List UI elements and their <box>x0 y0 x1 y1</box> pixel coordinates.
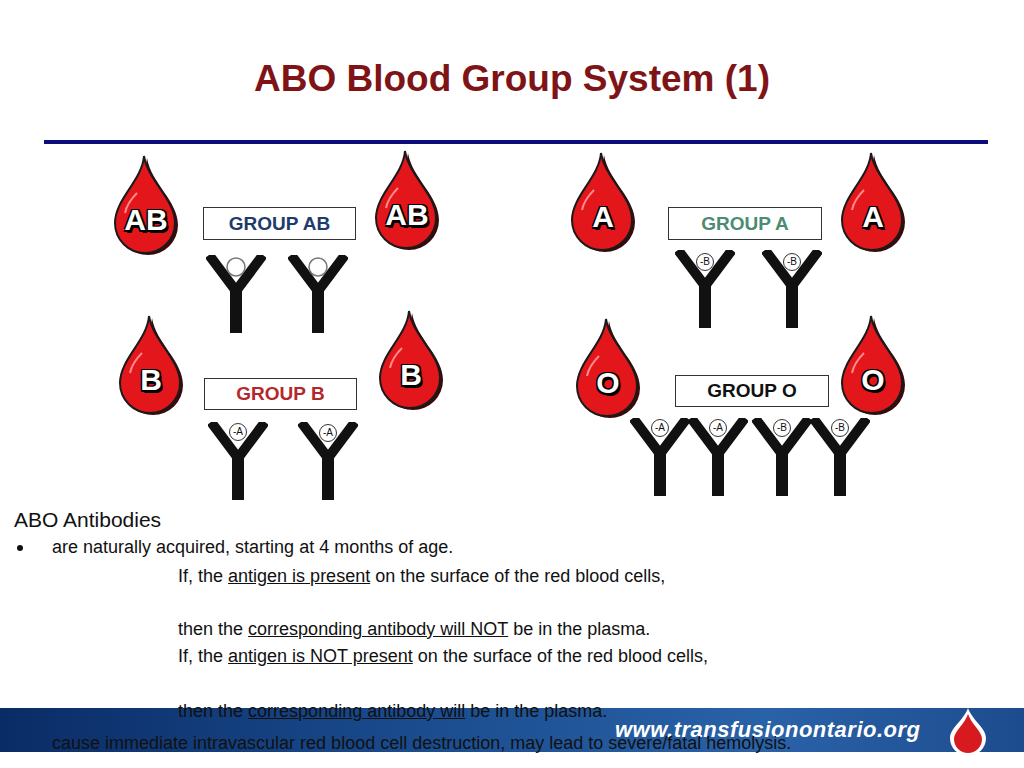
note-text: then the <box>178 620 243 640</box>
note-text: cause immediate intravascular red blood … <box>52 734 791 754</box>
antibody-symbol <box>209 255 263 333</box>
antibody-label: -B <box>835 423 845 433</box>
text-line: then thecorresponding antibody willbe in… <box>178 702 607 722</box>
empty-binding-site <box>309 258 327 276</box>
text-line: cause immediate intravascular red blood … <box>52 734 791 754</box>
bullet <box>17 545 23 551</box>
drop-label: A <box>842 200 904 234</box>
drop-label: O <box>577 366 639 400</box>
blood-drop: AB <box>376 150 438 250</box>
text-line: ABO Antibodies <box>14 508 161 531</box>
group-box: GROUP AB <box>203 207 356 240</box>
antibody-label: -B <box>777 423 787 433</box>
antibody-circle: -B <box>831 419 849 437</box>
drop-label: B <box>380 358 442 392</box>
blood-drop: O <box>842 315 904 415</box>
slide-title: ABO Blood Group System (1) <box>0 58 1024 100</box>
blood-drop: AB <box>115 155 177 255</box>
empty-binding-site <box>227 258 245 276</box>
antibody-circle: -A <box>651 419 669 437</box>
text-line: are naturally acquired, starting at 4 mo… <box>52 538 453 558</box>
antibody-symbol <box>678 250 732 328</box>
drop-label: O <box>842 363 904 397</box>
antibody-label: -A <box>655 423 665 433</box>
antibody-label: -A <box>233 427 243 437</box>
antibody-circle: -A <box>229 423 247 441</box>
blood-drop: A <box>572 152 634 252</box>
group-label: GROUP B <box>236 383 324 405</box>
antibody-circle: -B <box>696 253 714 271</box>
antibody-label: -B <box>787 257 797 267</box>
group-label: GROUP AB <box>229 213 330 235</box>
blood-drop: B <box>380 310 442 410</box>
note-text: on the surface of the red blood cells, <box>418 647 708 667</box>
drop-label: A <box>572 200 634 234</box>
antibody-circle: -B <box>783 253 801 271</box>
text-line: If, theantigen is presenton the surface … <box>178 567 665 587</box>
drop-label: B <box>120 363 182 397</box>
antibody-circle: -A <box>319 424 337 442</box>
blood-drop: O <box>577 318 639 418</box>
note-text: be in the plasma. <box>470 702 607 722</box>
antibody-symbol <box>211 422 265 500</box>
section-heading: ABO Antibodies <box>14 508 161 531</box>
note-text: If, the <box>178 567 223 587</box>
note-text: corresponding antibody will NOT <box>248 620 508 640</box>
antibody-symbol <box>755 418 809 496</box>
antibody-symbol <box>291 255 345 333</box>
note-text: be in the plasma. <box>513 620 650 640</box>
antibody-label: -A <box>323 428 333 438</box>
antibody-symbol <box>765 250 819 328</box>
antibody-symbol <box>633 418 687 496</box>
antibody-label: -A <box>713 423 723 433</box>
group-box: GROUP A <box>668 207 822 240</box>
antibody-symbol <box>691 418 745 496</box>
note-text: If, the <box>178 647 223 667</box>
antibody-symbol <box>813 418 867 496</box>
note-text: antigen is NOT present <box>228 647 413 667</box>
antibody-circle: -B <box>773 419 791 437</box>
logo-drop <box>954 714 982 753</box>
group-box: GROUP B <box>204 378 357 410</box>
note-text: antigen is present <box>228 567 370 587</box>
blood-drop: B <box>120 315 182 415</box>
text-line: If, theantigen is NOT presenton the surf… <box>178 647 708 667</box>
text-line: then thecorresponding antibody will NOTb… <box>178 620 650 640</box>
logo-halo <box>950 708 986 756</box>
group-box: GROUP O <box>675 375 829 407</box>
title-rule <box>44 140 988 144</box>
blood-drop: A <box>842 152 904 252</box>
note-text: then the <box>178 702 243 722</box>
antibody-circle: -A <box>709 419 727 437</box>
note-text: on the surface of the red blood cells, <box>375 567 665 587</box>
note-text: are naturally acquired, starting at 4 mo… <box>52 538 453 558</box>
antibody-label: -B <box>700 257 710 267</box>
drop-label: AB <box>115 203 177 237</box>
group-label: GROUP O <box>707 380 796 402</box>
drop-label: AB <box>376 198 438 232</box>
group-label: GROUP A <box>701 213 789 235</box>
note-text: corresponding antibody will <box>248 702 465 722</box>
antibody-symbol <box>301 422 355 500</box>
